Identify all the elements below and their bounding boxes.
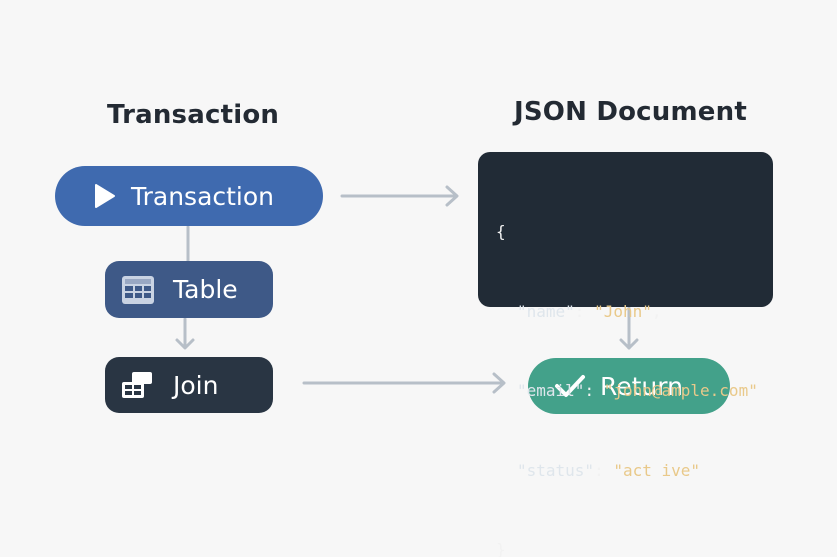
arrowhead-transaction-to-json xyxy=(445,185,459,207)
join-node-label: Join xyxy=(173,370,219,400)
return-node-label: Return xyxy=(600,371,683,401)
json-key: "name" xyxy=(517,301,575,321)
arrowhead-table-to-join xyxy=(175,338,195,350)
table-icon xyxy=(121,275,155,305)
return-node[interactable]: Return xyxy=(528,358,730,414)
table-node-label: Table xyxy=(173,275,238,304)
transaction-node[interactable]: Transaction xyxy=(55,166,323,226)
json-key: "email" xyxy=(517,381,585,400)
json-document-box: { "name": "John", "email": "john@ample.c… xyxy=(478,152,773,557)
join-icon xyxy=(121,371,153,399)
json-value: "john@ample.com" xyxy=(603,381,758,400)
json-field-name: "name": "John", xyxy=(517,301,662,321)
table-node[interactable]: Table xyxy=(105,261,273,318)
transaction-node-label: Transaction xyxy=(131,181,275,211)
json-open-brace: { xyxy=(496,222,506,241)
checkmark-icon xyxy=(554,373,586,399)
join-node[interactable]: Join xyxy=(105,357,273,413)
json-field-status: "status": "act ive" xyxy=(517,460,701,480)
transaction-heading: Transaction xyxy=(107,100,280,130)
json-value: "John" xyxy=(594,301,652,321)
json-close-brace: } xyxy=(496,540,506,557)
json-value: "act ive" xyxy=(613,460,701,480)
play-icon xyxy=(93,182,117,210)
json-field-email: "email": "john@ample.com" xyxy=(517,381,758,400)
json-document-heading: JSON Document xyxy=(514,97,747,127)
json-key: "status" xyxy=(517,460,595,480)
